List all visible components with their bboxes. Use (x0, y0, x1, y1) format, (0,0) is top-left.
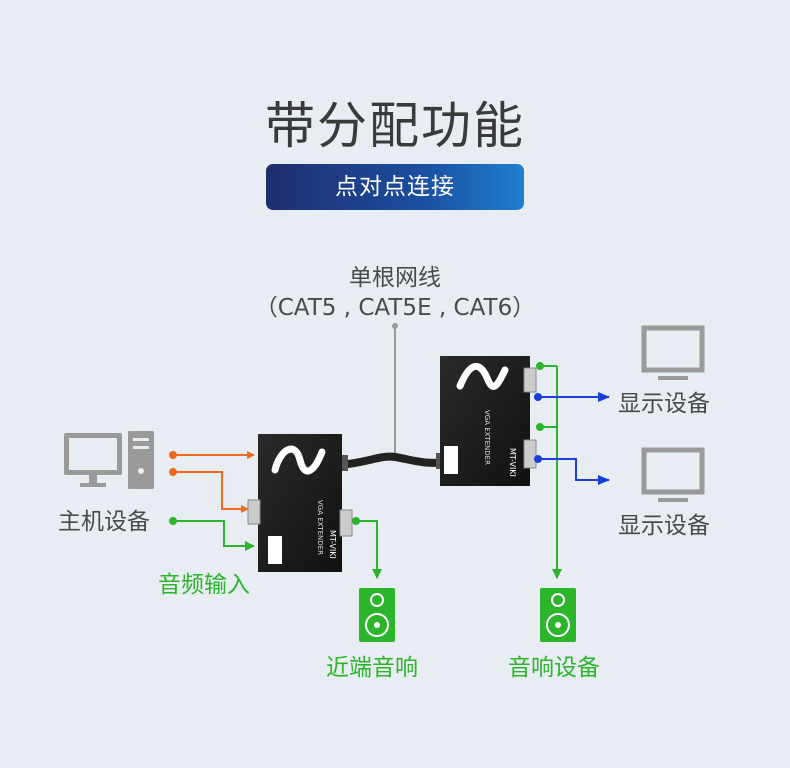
host-device-label: 主机设备 (58, 509, 150, 535)
transmitter-model-text: VGA EXTENDER (316, 500, 324, 555)
cable-types-label: （CAT5 , CAT5E , CAT6） (254, 295, 536, 321)
audio-input-label: 音频输入 (158, 572, 250, 598)
display-output-arrows (534, 392, 610, 485)
monitor-icon-1 (641, 325, 705, 380)
cable-label: 单根网线 (349, 265, 441, 291)
video-input-arrows (169, 451, 255, 513)
audio-input-arrow (169, 517, 255, 551)
page-title: 带分配功能 (265, 97, 525, 155)
receiver-unit: VGA EXTENDER MT-VIKI (440, 356, 537, 486)
transmitter-unit: VGA EXTENDER MT-VIKI (247, 434, 353, 572)
subtitle-badge: 点对点连接 (266, 164, 524, 210)
network-cable (336, 452, 451, 471)
receiver-model-text: VGA EXTENDER (483, 410, 491, 465)
near-speaker-icon (359, 588, 395, 642)
remote-audio-arrow (536, 362, 562, 579)
host-computer-icon (64, 431, 154, 489)
remote-audio-label: 音响设备 (508, 655, 600, 681)
display-device-label-2: 显示设备 (618, 513, 710, 539)
receiver-brand-text: MT-VIKI (508, 448, 517, 477)
near-audio-label: 近端音响 (326, 655, 418, 681)
cable-pointer-dot (392, 323, 398, 329)
display-device-label-1: 显示设备 (618, 391, 710, 417)
monitor-icon-2 (641, 447, 705, 502)
transmitter-brand-text: MT-VIKI (328, 530, 337, 559)
near-audio-arrow (352, 517, 382, 579)
remote-speaker-icon (540, 588, 576, 642)
